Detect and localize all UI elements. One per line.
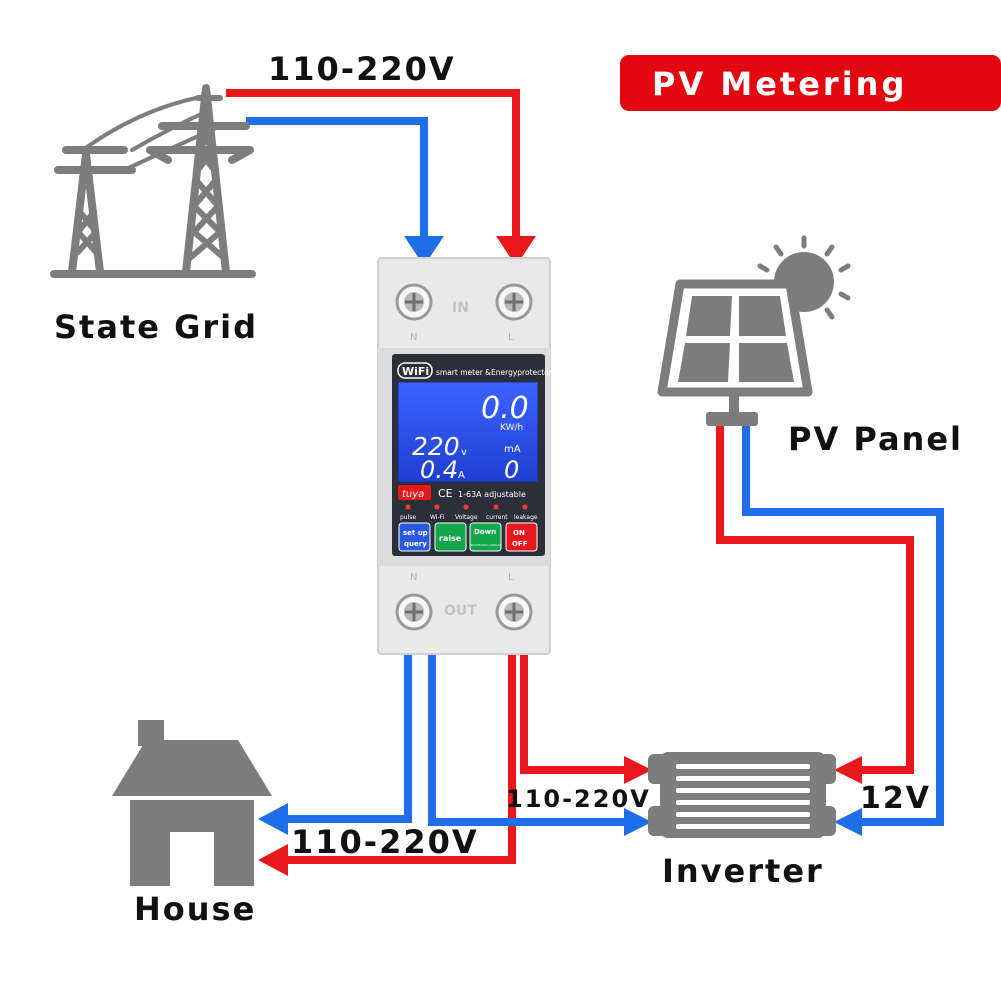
setup-query-button[interactable]: set up query bbox=[398, 522, 431, 552]
down-network-button[interactable]: Down Distribution network bbox=[469, 522, 502, 552]
arrows bbox=[258, 236, 862, 876]
solar-panel-icon bbox=[657, 279, 813, 426]
indicator-label-current: current bbox=[486, 514, 508, 521]
meter-in-label: IN bbox=[452, 300, 469, 316]
lcd-energy-value: 0.0 bbox=[481, 391, 529, 426]
pv-panel-label: PV Panel bbox=[788, 420, 963, 458]
state-grid-label: State Grid bbox=[54, 308, 258, 346]
arrow-house-neutral bbox=[258, 803, 288, 835]
meter-brand-logo: tuya bbox=[402, 489, 424, 500]
inverter-ac-voltage-label: 110-220V bbox=[506, 785, 651, 813]
arrow-inverter-ac-live bbox=[624, 756, 652, 784]
lcd-current-unit: A bbox=[458, 470, 465, 481]
indicator-label-voltage: Voltage bbox=[455, 514, 478, 521]
down-button-line2: Distribution network bbox=[471, 543, 502, 547]
arrow-inverter-dc-neutral bbox=[834, 808, 862, 836]
terminal-screw-bottom-n bbox=[395, 593, 433, 631]
grid-voltage-label: 110-220V bbox=[268, 50, 456, 88]
inverter-label: Inverter bbox=[662, 852, 824, 890]
indicator-current-led bbox=[493, 504, 499, 510]
lcd-leak-unit: mA bbox=[504, 444, 521, 455]
house-voltage-label: 110-220V bbox=[291, 823, 479, 861]
dc-voltage-label: 12V bbox=[860, 781, 931, 816]
house-label: House bbox=[134, 890, 256, 928]
meter-rating: 1-63A adjustable bbox=[458, 490, 526, 499]
terminal-screw-top-l bbox=[495, 283, 533, 321]
title-banner: PV Metering bbox=[620, 55, 1001, 111]
indicator-wifi-led bbox=[434, 504, 440, 510]
meter-wifi-badge: WiFi bbox=[402, 365, 429, 378]
setup-button-line1: set up bbox=[403, 529, 428, 537]
meter-lcd bbox=[397, 381, 539, 483]
indicator-pulse-led bbox=[405, 504, 411, 510]
arrow-inverter-ac-neutral bbox=[624, 808, 652, 836]
house-live-wire bbox=[284, 652, 516, 864]
meter-ce-mark: CE bbox=[438, 487, 453, 500]
lcd-current-value: 0.4 bbox=[420, 456, 458, 484]
grid-live-wire bbox=[226, 89, 520, 245]
on-button-line1: ON bbox=[513, 529, 525, 537]
inverter-icon bbox=[648, 752, 836, 838]
terminal-screw-top-n bbox=[395, 283, 433, 321]
meter-top-l-mark: L bbox=[508, 332, 514, 343]
setup-button-line2: query bbox=[404, 540, 427, 548]
power-tower-icon bbox=[50, 84, 256, 278]
meter-out-label: OUT bbox=[444, 603, 477, 619]
indicator-voltage-led bbox=[463, 504, 469, 510]
title-text: PV Metering bbox=[652, 65, 907, 103]
pv-live-wire bbox=[716, 422, 914, 774]
wires bbox=[226, 89, 944, 864]
raise-button-label: raise bbox=[439, 534, 462, 543]
arrow-grid-neutral bbox=[404, 236, 444, 266]
lcd-energy-unit: KW/h bbox=[500, 423, 523, 433]
grid-neutral-wire bbox=[246, 117, 428, 245]
lcd-leak-value: 0 bbox=[504, 456, 519, 484]
inverter-ac-live-wire bbox=[520, 652, 632, 774]
indicator-label-pulse: pulse bbox=[400, 514, 416, 521]
lcd-voltage-unit: v bbox=[461, 447, 467, 458]
indicator-leakage-led bbox=[522, 504, 528, 510]
on-button-line2: OFF bbox=[512, 540, 528, 548]
raise-button[interactable]: raise bbox=[434, 522, 467, 552]
lcd-voltage-value: 220 bbox=[412, 432, 460, 461]
down-button-line1: Down bbox=[474, 528, 496, 536]
meter-bottom-n-mark: N bbox=[410, 572, 417, 583]
arrow-grid-live bbox=[496, 236, 536, 266]
meter-bottom-l-mark: L bbox=[508, 572, 514, 583]
pv-neutral-wire bbox=[742, 422, 944, 826]
inverter-ac-neutral-wire bbox=[428, 652, 634, 826]
indicator-label-wifi: Wi-Fi bbox=[430, 514, 445, 521]
smart-meter: IN N L WiFi smart meter &Energyprotector… bbox=[377, 257, 553, 655]
house-neutral-wire bbox=[284, 652, 412, 823]
terminal-screw-bottom-l bbox=[495, 593, 533, 631]
house-icon bbox=[112, 720, 272, 886]
meter-header-text: smart meter &Energyprotector bbox=[436, 368, 553, 377]
arrow-house-live bbox=[258, 844, 288, 876]
arrow-inverter-dc-live bbox=[834, 756, 862, 784]
indicator-label-leakage: leakage bbox=[514, 514, 538, 521]
on-off-button[interactable]: ON OFF bbox=[505, 522, 538, 552]
meter-indicators: pulse Wi-Fi Voltage current leakage bbox=[400, 504, 538, 521]
meter-top-n-mark: N bbox=[410, 332, 417, 343]
